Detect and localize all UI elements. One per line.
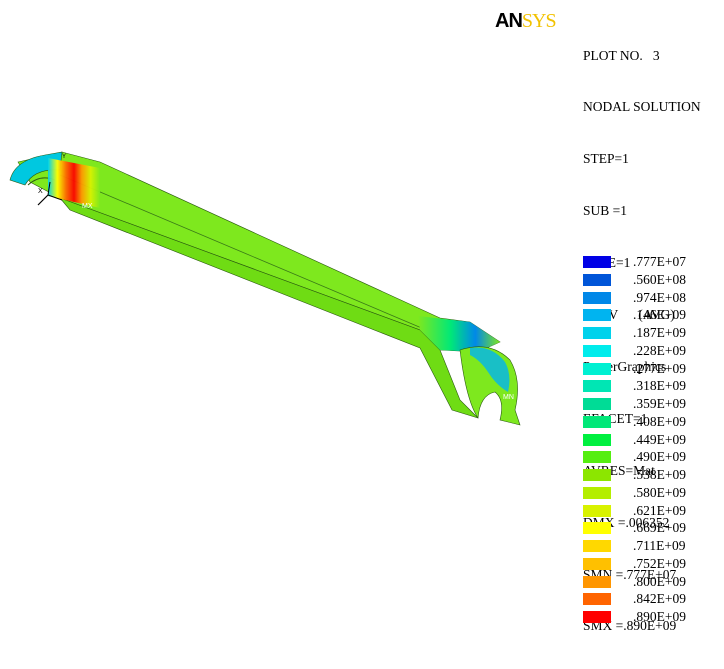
right-end-blue-patch	[470, 347, 510, 392]
legend-label: .777E+07	[633, 254, 686, 269]
beam-spine	[59, 174, 451, 341]
coordinate-triad: X Y	[37, 154, 66, 206]
legend-label: .449E+09	[633, 431, 686, 447]
legend-label: .146E+09	[633, 307, 686, 323]
legend-swatch	[583, 593, 611, 606]
legend-label: .974E+08	[633, 289, 686, 305]
legend-swatch	[583, 362, 611, 375]
legend-label: .890E+09	[633, 609, 686, 624]
info-plot-no: PLOT NO. 3	[583, 47, 660, 63]
logo-sys: SYS	[521, 10, 557, 32]
mx-label: MX	[82, 203, 93, 210]
legend-label: .359E+09	[633, 396, 686, 411]
legend-swatch	[583, 575, 611, 588]
beam-body	[9, 151, 521, 426]
legend-swatch	[583, 469, 611, 481]
legend-label: .408E+09	[633, 413, 686, 429]
legend-label: .187E+09	[633, 325, 686, 340]
legend-swatch	[583, 309, 611, 322]
info-step: STEP=1	[583, 151, 629, 167]
legend-label: .842E+09	[633, 591, 686, 607]
ansys-logo: ANSYS	[495, 10, 557, 32]
legend-swatch	[583, 486, 611, 499]
legend-swatch	[583, 273, 611, 286]
mn-marker: MN	[503, 394, 514, 401]
legend-label: .711E+09	[633, 538, 686, 553]
legend-swatch	[583, 327, 611, 339]
x-axis-label: X	[38, 188, 43, 195]
fea-model-plot: MX MN X Y	[9, 151, 521, 426]
legend-swatch	[583, 557, 611, 570]
legend-label: .580E+09	[633, 484, 686, 500]
info-nodal-solution: NODAL SOLUTION	[583, 99, 701, 115]
info-sub: SUB =1	[583, 203, 628, 219]
legend-swatch	[583, 504, 611, 517]
right-end-stress-zone	[418, 316, 500, 352]
legend-label: .800E+09	[633, 573, 686, 589]
mx-marker: MX	[82, 203, 93, 210]
legend-swatch	[583, 344, 611, 357]
stress-hotspot	[48, 158, 100, 208]
legend-label: .621E+09	[633, 502, 686, 518]
legend-label: .277E+09	[633, 360, 686, 376]
legend-swatch	[583, 256, 611, 268]
legend-label: .752E+09	[633, 555, 686, 571]
legend-swatch	[583, 398, 611, 410]
legend-swatch	[583, 433, 611, 446]
legend-swatch	[583, 291, 611, 304]
legend-label: .490E+09	[633, 449, 686, 465]
mn-label: MN	[503, 394, 514, 401]
legend-swatch	[583, 540, 611, 552]
legend-label: .560E+08	[633, 271, 686, 287]
legend-swatch	[583, 415, 611, 428]
legend-swatch	[583, 522, 611, 535]
legend-swatch	[583, 380, 611, 393]
legend-label: .669E+09	[633, 520, 686, 536]
legend-swatch	[583, 451, 611, 464]
graphics-viewport[interactable]: MX MN X Y ANSYS PLOT NO. 3 NODAL SOLUTIO…	[0, 0, 724, 633]
legend-label: .228E+09	[633, 342, 686, 358]
legend-swatch	[583, 611, 611, 623]
logo-an: AN	[495, 10, 523, 32]
y-axis-label: Y	[62, 154, 66, 160]
legend-label: .538E+09	[633, 467, 686, 482]
legend-label: .318E+09	[633, 378, 686, 394]
